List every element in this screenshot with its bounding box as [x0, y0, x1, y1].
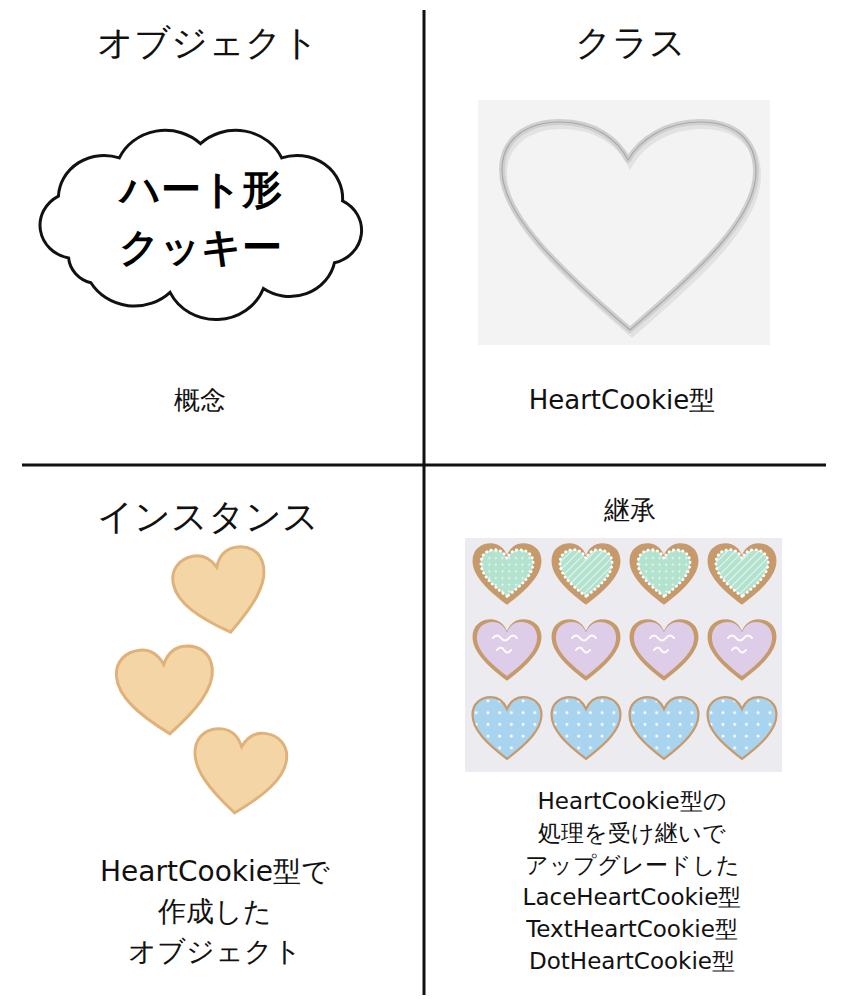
text-icing	[477, 622, 537, 676]
quadrant-caption: 概念	[174, 384, 226, 418]
cutter-outline	[502, 122, 756, 330]
text-icing	[634, 622, 694, 676]
lace-cookie	[630, 543, 699, 605]
quadrant-caption: HeartCookie型	[529, 384, 716, 418]
dot-cookie	[473, 697, 542, 759]
photo-ground	[465, 538, 782, 772]
divider-line	[22, 464, 826, 467]
quadrant-heading: クラス	[575, 20, 686, 67]
dot-cookie	[552, 697, 621, 759]
node-text: ハート形 クッキー	[119, 160, 282, 276]
lace-icing	[481, 550, 533, 597]
cloud-outline	[40, 130, 362, 319]
lace-cookie	[708, 543, 777, 605]
quadrant-caption: HeartCookie型で 作成した オブジェクト	[100, 852, 330, 971]
cookie-cutter-photo	[478, 100, 770, 345]
quadrant-heading: インスタンス	[97, 494, 319, 541]
quadrant-heading: 継承	[604, 494, 656, 528]
lace-cookie	[473, 543, 542, 605]
dot-cookie	[630, 697, 699, 759]
plain-cookie	[189, 726, 289, 817]
divider-line	[423, 10, 426, 995]
text-icing	[712, 622, 772, 676]
lace-icing	[716, 550, 768, 597]
dot-cookie	[708, 697, 777, 759]
icing-piping	[493, 636, 752, 653]
decorated-cookies-photo	[465, 538, 782, 772]
text-cookie	[708, 619, 777, 681]
node-text-holder: ハート形 クッキー	[119, 160, 282, 276]
concept-cloud: ハート形 クッキー	[28, 115, 373, 320]
cutter-edge	[502, 122, 756, 330]
quadrant-heading: オブジェクト	[97, 20, 319, 67]
photo-ground	[478, 100, 770, 345]
lace-icing	[638, 550, 690, 597]
lace-cookie	[552, 543, 621, 605]
cloud-outline	[28, 115, 373, 320]
lace-icing	[560, 550, 612, 597]
plain-cookie	[114, 644, 217, 738]
plain-cookies	[114, 542, 289, 817]
text-cookie	[473, 619, 542, 681]
text-icing	[556, 622, 616, 676]
quadrant-caption: HeartCookie型の 処理を受け継いで アップグレードした LaceHea…	[523, 786, 742, 978]
text-cookie	[630, 619, 699, 681]
plain-cookie	[169, 542, 276, 641]
text-cookie	[552, 619, 621, 681]
